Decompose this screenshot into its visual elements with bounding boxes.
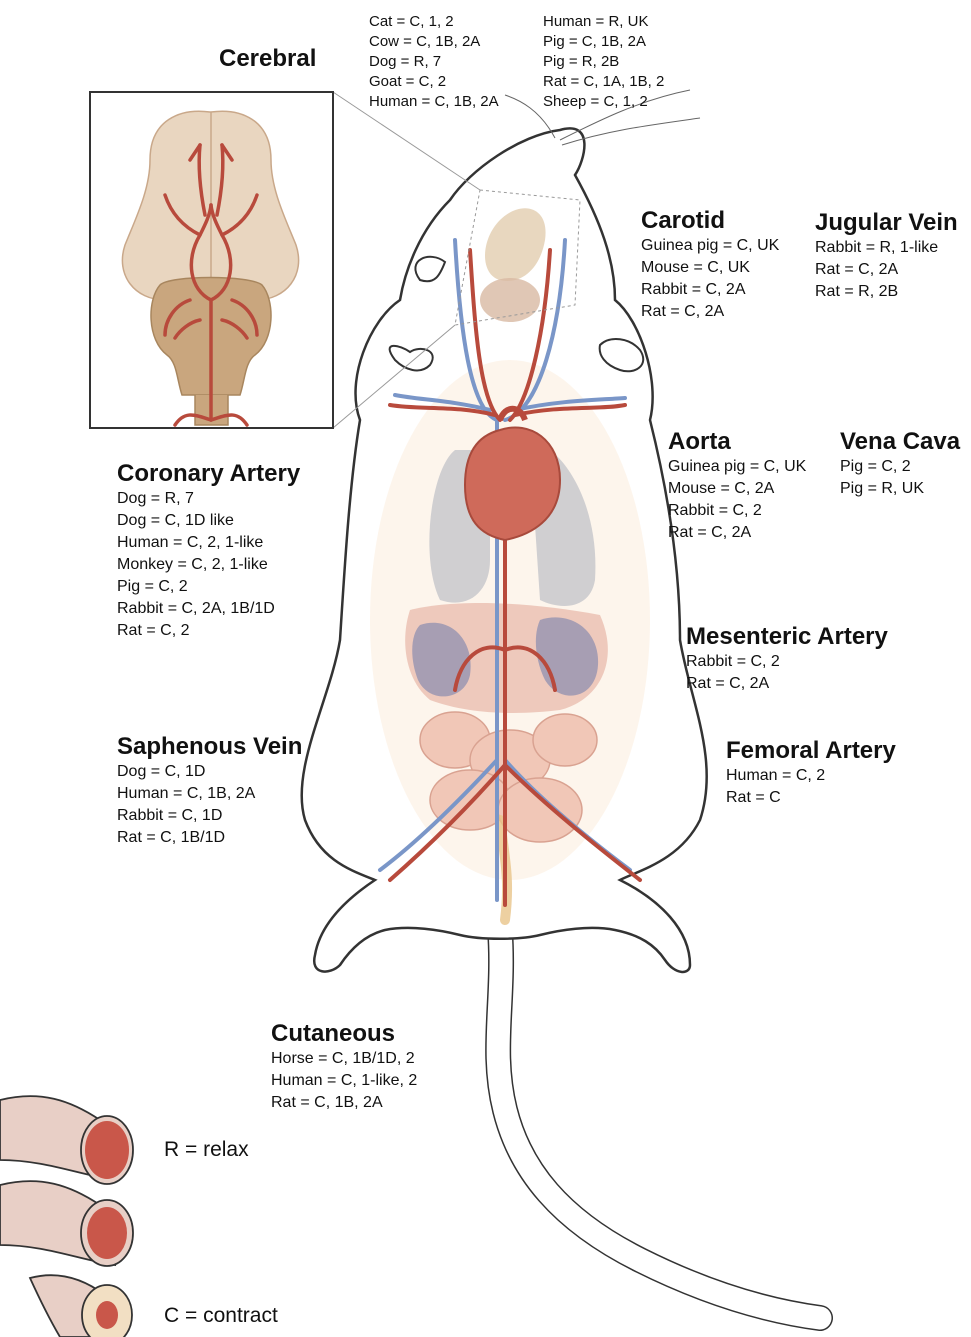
cutaneous-entries: Horse = C, 1B/1D, 2 Human = C, 1-like, 2… xyxy=(271,1048,417,1114)
legend-vessel-relax-icon xyxy=(0,1096,133,1184)
entry: Pig = C, 1B, 2A xyxy=(543,32,664,52)
carotid-title: Carotid xyxy=(641,207,779,235)
entry: Rabbit = C, 2A xyxy=(641,279,779,301)
carotid-group: Carotid Guinea pig = C, UK Mouse = C, UK… xyxy=(641,207,779,323)
entry: Rat = C xyxy=(726,787,896,809)
coronary-title: Coronary Artery xyxy=(117,460,300,488)
saphenous-title: Saphenous Vein xyxy=(117,733,302,761)
entry: Rat = C, 2A xyxy=(641,301,779,323)
entry: Rat = C, 1A, 1B, 2 xyxy=(543,72,664,92)
legend-relax-label: R = relax xyxy=(164,1138,249,1162)
entry: Human = C, 1B, 2A xyxy=(369,92,499,112)
mesenteric-entries: Rabbit = C, 2 Rat = C, 2A xyxy=(686,651,888,695)
entry: Dog = C, 1D xyxy=(117,761,302,783)
entry: Sheep = C, 1, 2 xyxy=(543,92,664,112)
cerebral-title: Cerebral xyxy=(219,45,316,73)
entry: Rat = R, 2B xyxy=(815,281,958,303)
aorta-entries: Guinea pig = C, UK Mouse = C, 2A Rabbit … xyxy=(668,456,806,544)
vena-cava-title: Vena Cava xyxy=(840,428,960,456)
vena-cava-group: Vena Cava Pig = C, 2 Pig = R, UK xyxy=(840,428,960,500)
femoral-entries: Human = C, 2 Rat = C xyxy=(726,765,896,809)
entry: Dog = R, 7 xyxy=(117,488,300,510)
entry: Rat = C, 2A xyxy=(815,259,958,281)
entry: Pig = C, 2 xyxy=(117,576,300,598)
entry: Human = R, UK xyxy=(543,12,664,32)
entry: Cat = C, 1, 2 xyxy=(369,12,499,32)
coronary-group: Coronary Artery Dog = R, 7 Dog = C, 1D l… xyxy=(117,460,300,642)
entry: Goat = C, 2 xyxy=(369,72,499,92)
entry: Rabbit = C, 2 xyxy=(668,500,806,522)
entry: Human = C, 2, 1-like xyxy=(117,532,300,554)
entry: Pig = C, 2 xyxy=(840,456,960,478)
cerebral-entries-col2: Human = R, UK Pig = C, 1B, 2A Pig = R, 2… xyxy=(543,12,664,112)
legend-contract-label: C = contract xyxy=(164,1304,278,1328)
coronary-entries: Dog = R, 7 Dog = C, 1D like Human = C, 2… xyxy=(117,488,300,642)
entry: Pig = R, UK xyxy=(840,478,960,500)
mesenteric-group: Mesenteric Artery Rabbit = C, 2 Rat = C,… xyxy=(686,623,888,695)
entry: Rat = C, 1B, 2A xyxy=(271,1092,417,1114)
entry: Dog = R, 7 xyxy=(369,52,499,72)
vena-cava-entries: Pig = C, 2 Pig = R, UK xyxy=(840,456,960,500)
entry: Monkey = C, 2, 1-like xyxy=(117,554,300,576)
femoral-title: Femoral Artery xyxy=(726,737,896,765)
entry: Rat = C, 2A xyxy=(686,673,888,695)
entry: Dog = C, 1D like xyxy=(117,510,300,532)
jugular-entries: Rabbit = R, 1-like Rat = C, 2A Rat = R, … xyxy=(815,237,958,303)
legend-vessel-mid-icon xyxy=(0,1181,133,1266)
aorta-title: Aorta xyxy=(668,428,806,456)
entry: Rat = C, 2A xyxy=(668,522,806,544)
jugular-title: Jugular Vein xyxy=(815,209,958,237)
carotid-entries: Guinea pig = C, UK Mouse = C, UK Rabbit … xyxy=(641,235,779,323)
entry: Rat = C, 1B/1D xyxy=(117,827,302,849)
entry: Rabbit = C, 2A, 1B/1D xyxy=(117,598,300,620)
entry: Mouse = C, UK xyxy=(641,257,779,279)
femoral-group: Femoral Artery Human = C, 2 Rat = C xyxy=(726,737,896,809)
entry: Guinea pig = C, UK xyxy=(641,235,779,257)
entry: Rabbit = R, 1-like xyxy=(815,237,958,259)
jugular-group: Jugular Vein Rabbit = R, 1-like Rat = C,… xyxy=(815,209,958,303)
entry: Human = C, 1B, 2A xyxy=(117,783,302,805)
cerebral-entries-col1: Cat = C, 1, 2 Cow = C, 1B, 2A Dog = R, 7… xyxy=(369,12,499,112)
entry: Human = C, 1-like, 2 xyxy=(271,1070,417,1092)
entry: Rat = C, 2 xyxy=(117,620,300,642)
entry: Mouse = C, 2A xyxy=(668,478,806,500)
entry: Cow = C, 1B, 2A xyxy=(369,32,499,52)
entry: Pig = R, 2B xyxy=(543,52,664,72)
entry: Human = C, 2 xyxy=(726,765,896,787)
entry: Rabbit = C, 2 xyxy=(686,651,888,673)
mesenteric-title: Mesenteric Artery xyxy=(686,623,888,651)
cutaneous-group: Cutaneous Horse = C, 1B/1D, 2 Human = C,… xyxy=(271,1020,417,1114)
cutaneous-title: Cutaneous xyxy=(271,1020,417,1048)
aorta-group: Aorta Guinea pig = C, UK Mouse = C, 2A R… xyxy=(668,428,806,544)
legend-vessel-contract-icon xyxy=(30,1275,132,1337)
entry: Guinea pig = C, UK xyxy=(668,456,806,478)
entry: Rabbit = C, 1D xyxy=(117,805,302,827)
entry: Horse = C, 1B/1D, 2 xyxy=(271,1048,417,1070)
saphenous-group: Saphenous Vein Dog = C, 1D Human = C, 1B… xyxy=(117,733,302,849)
saphenous-entries: Dog = C, 1D Human = C, 1B, 2A Rabbit = C… xyxy=(117,761,302,849)
